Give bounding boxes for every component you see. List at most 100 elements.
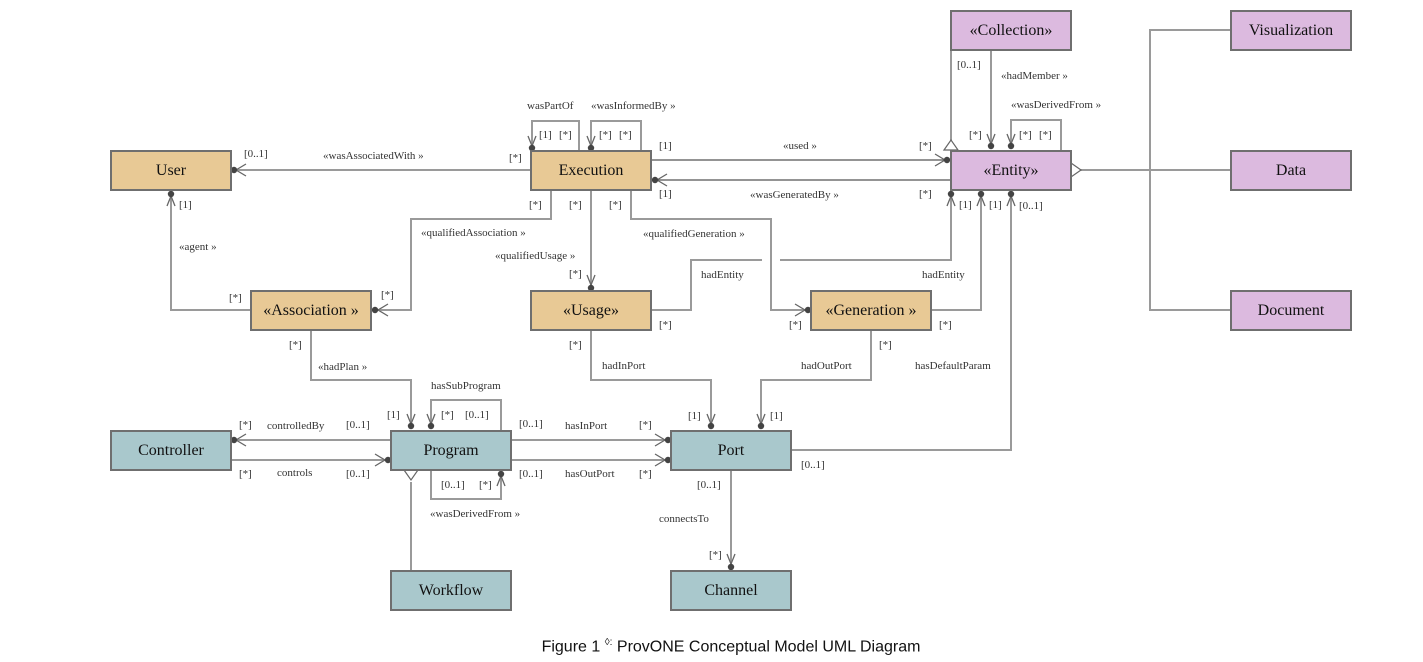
class-document[interactable]: Document	[1230, 290, 1352, 331]
multiplicity-label: [*]	[789, 319, 802, 331]
ownership-dot-icon	[407, 422, 415, 430]
multiplicity-label: [*]	[239, 419, 252, 431]
ownership-dot-icon	[371, 306, 379, 314]
multiplicity-label: [*]	[709, 549, 722, 561]
edge-program-wasDerivedFrom	[430, 470, 502, 500]
edge-entity-wasDerivedFrom	[1010, 119, 1062, 150]
class-port[interactable]: Port	[670, 430, 792, 471]
multiplicity-label: [0..1]	[801, 459, 825, 471]
multiplicity-label: [0..1]	[346, 419, 370, 431]
multiplicity-label: [*]	[1039, 129, 1052, 141]
class-entity[interactable]: «Entity»	[950, 150, 1072, 191]
multiplicity-label: [*]	[919, 188, 932, 200]
class-user[interactable]: User	[110, 150, 232, 191]
relation-label: hasDefaultParam	[915, 360, 991, 372]
ownership-dot-icon	[727, 563, 735, 571]
relation-label: hadEntity	[922, 269, 965, 281]
class-program[interactable]: Program	[390, 430, 512, 471]
class-workflow[interactable]: Workflow	[390, 570, 512, 611]
ownership-dot-icon	[664, 456, 672, 464]
multiplicity-label: [*]	[1019, 129, 1032, 141]
class-controller[interactable]: Controller	[110, 430, 232, 471]
ownership-dot-icon	[230, 166, 238, 174]
multiplicity-label: [*]	[441, 409, 454, 421]
class-execution[interactable]: Execution	[530, 150, 652, 191]
class-label: «Collection»	[969, 21, 1053, 39]
multiplicity-label: [*]	[229, 292, 242, 304]
multiplicity-label: [*]	[919, 140, 932, 152]
edge-usage-hadEntity-2	[780, 194, 952, 261]
relation-label: «wasGeneratedBy »	[750, 189, 839, 201]
class-label: Visualization	[1248, 21, 1334, 39]
multiplicity-label: [*]	[509, 152, 522, 164]
relation-label: «wasDerivedFrom »	[1011, 99, 1102, 111]
ownership-dot-icon	[977, 190, 985, 198]
multiplicity-label: [1]	[659, 140, 672, 152]
figure-number: Figure 1	[541, 638, 601, 656]
edge-qualifiedGeneration	[630, 190, 807, 311]
multiplicity-label: [*]	[969, 129, 982, 141]
class-label: «Generation »	[825, 301, 917, 319]
multiplicity-label: [1]	[659, 188, 672, 200]
edge-hasSubProgram	[430, 399, 502, 430]
class-channel[interactable]: Channel	[670, 570, 792, 611]
multiplicity-label: [1]	[688, 410, 701, 422]
generalization-triangle-icon	[942, 138, 960, 151]
multiplicity-label: [0..1]	[465, 409, 489, 421]
class-collection[interactable]: «Collection»	[950, 10, 1072, 51]
edge-agent	[170, 194, 250, 311]
class-label: «Usage»	[563, 301, 619, 319]
ownership-dot-icon	[497, 470, 505, 478]
multiplicity-label: [0..1]	[697, 479, 721, 491]
multiplicity-label: [*]	[569, 199, 582, 211]
multiplicity-label: [0..1]	[441, 479, 465, 491]
edge-usage-hadEntity	[651, 259, 762, 311]
multiplicity-label: [*]	[599, 129, 612, 141]
class-label: Data	[1275, 161, 1307, 179]
class-association[interactable]: «Association »	[250, 290, 372, 331]
class-label: «Association »	[263, 301, 359, 319]
edge-hadOutPort	[760, 330, 872, 426]
multiplicity-label: [*]	[639, 419, 652, 431]
class-generation[interactable]: «Generation »	[810, 290, 932, 331]
edge-hadPlan	[310, 330, 412, 426]
edge-wasInformedBy	[590, 120, 642, 150]
relation-label: controlledBy	[267, 420, 325, 432]
multiplicity-label: [1]	[179, 199, 192, 211]
multiplicity-label: [*]	[879, 339, 892, 351]
class-label: «Entity»	[983, 161, 1039, 179]
relation-label: «wasDerivedFrom »	[430, 508, 521, 520]
relation-label: «hadMember »	[1001, 70, 1068, 82]
multiplicity-label: [1]	[989, 199, 1002, 211]
edge-hadInPort	[590, 330, 712, 426]
multiplicity-label: [0..1]	[346, 468, 370, 480]
multiplicity-label: [*]	[479, 479, 492, 491]
relation-label: «qualifiedAssociation »	[421, 227, 526, 239]
multiplicity-label: [*]	[659, 319, 672, 331]
ownership-dot-icon	[587, 144, 595, 152]
multiplicity-label: [0..1]	[957, 59, 981, 71]
multiplicity-label: [*]	[289, 339, 302, 351]
ownership-dot-icon	[804, 306, 812, 314]
ownership-dot-icon	[1007, 190, 1015, 198]
class-usage[interactable]: «Usage»	[530, 290, 652, 331]
ownership-dot-icon	[1007, 142, 1015, 150]
class-label: Channel	[704, 581, 758, 599]
class-data[interactable]: Data	[1230, 150, 1352, 191]
edge-hasDefaultParam	[791, 194, 1012, 451]
multiplicity-label: [1]	[959, 199, 972, 211]
multiplicity-label: [0..1]	[1019, 200, 1043, 212]
multiplicity-label: [1]	[770, 410, 783, 422]
ownership-dot-icon	[707, 422, 715, 430]
relation-label: «agent »	[179, 241, 217, 253]
multiplicity-label: [*]	[639, 468, 652, 480]
ownership-dot-icon	[757, 422, 765, 430]
edge-qualifiedAssociation	[376, 190, 552, 311]
ownership-dot-icon	[664, 436, 672, 444]
multiplicity-label: [*]	[239, 468, 252, 480]
relation-label: «used »	[783, 140, 817, 152]
figure-marker: ◊:	[604, 637, 613, 648]
relation-label: «wasAssociatedWith »	[323, 150, 424, 162]
class-visualization[interactable]: Visualization	[1230, 10, 1352, 51]
